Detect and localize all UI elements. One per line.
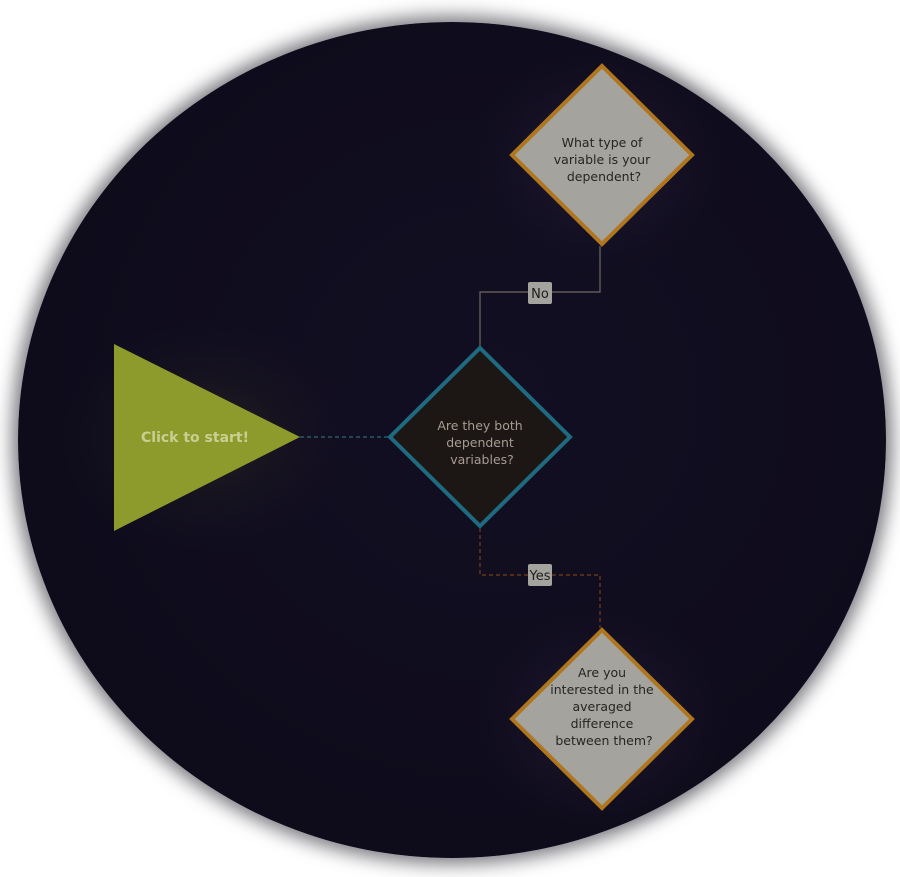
edge-label-no-box — [528, 282, 552, 304]
decision-main-line-3: variables? — [450, 452, 514, 467]
edge-label-no-text: No — [531, 287, 549, 302]
decision-yes[interactable]: Are you interested in the averaged diffe… — [509, 627, 695, 811]
decision-yes-line-4: difference — [571, 716, 634, 731]
start-triangle[interactable] — [114, 344, 300, 531]
decision-yes-line-3: averaged — [572, 699, 631, 714]
decision-no-line-3: dependent? — [567, 169, 641, 184]
start-button-label: Click to start! — [141, 430, 249, 446]
edge-label-yes: Yes — [528, 564, 552, 586]
decision-no-label: What type of variable is your dependent? — [554, 135, 654, 184]
edge-label-yes-text: Yes — [529, 569, 551, 584]
decision-yes-label: Are you interested in the averaged diffe… — [550, 665, 657, 748]
start-button[interactable]: Click to start! — [114, 344, 300, 531]
decision-yes-line-2: interested in the — [550, 682, 654, 697]
decision-main-line-1: Are they both — [437, 418, 522, 433]
decision-main-line-2: dependent — [446, 435, 514, 450]
decision-main-diamond[interactable] — [387, 345, 573, 529]
decision-yes-line-5: between them? — [555, 733, 652, 748]
decision-main[interactable]: Are they both dependent variables? — [387, 345, 573, 529]
edge-label-no: No — [528, 282, 552, 304]
decision-yes-line-1: Are you — [578, 665, 626, 680]
decision-yes-diamond[interactable] — [509, 627, 695, 811]
decision-main-label: Are they both dependent variables? — [437, 418, 526, 467]
decision-no-line-2: variable is your — [554, 152, 651, 167]
decision-no-diamond[interactable] — [509, 63, 695, 247]
decision-no[interactable]: What type of variable is your dependent? — [509, 63, 695, 247]
decision-no-line-1: What type of — [562, 135, 643, 150]
edge-label-yes-box — [528, 564, 552, 586]
